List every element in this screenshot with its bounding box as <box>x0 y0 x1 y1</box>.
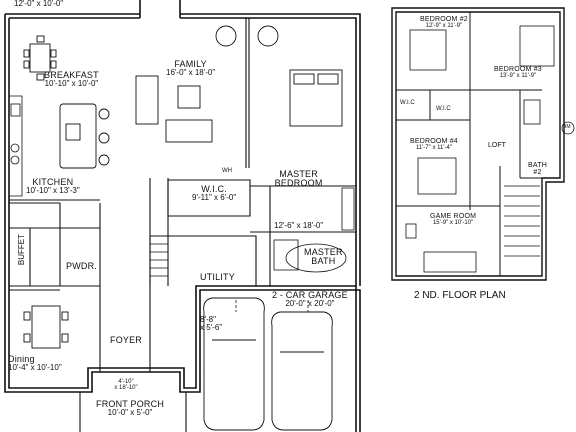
room-powder: PWDR. <box>66 261 97 271</box>
room-foyer-name: FOYER <box>110 334 143 345</box>
room-dining-name: Dining <box>8 354 35 364</box>
room-garage-name: 2 - CAR GARAGE <box>272 290 348 300</box>
room-master-bath-name: MASTER BATH <box>304 246 343 267</box>
room-bath-2-name: BATH #2 <box>528 161 547 176</box>
room-utility-name: UTILITY <box>200 271 235 282</box>
room-bedroom-2-dims: 12'-9" x 11'-9" <box>425 23 463 30</box>
room-breakfast-name: BREAKFAST <box>44 70 99 80</box>
room-wic-name: W.I.C. <box>201 184 227 194</box>
room-front-porch: FRONT PORCH 10'-0" x 5'-0" <box>96 399 165 418</box>
breakfast-table <box>23 35 57 81</box>
room-master-bedroom-dims: 12'-6" x 18'-0" <box>274 221 324 231</box>
room-wic-dims: 9'-11" x 6'-0" <box>192 193 237 203</box>
kitchen-island <box>59 103 110 169</box>
room-bedroom-4-dims: 11'-7" x 11'-4" <box>415 145 452 152</box>
room-bedroom-4: BEDROOM #4 11'-7" x 11'-4" <box>410 138 458 152</box>
family-furniture <box>135 25 279 143</box>
room-bedroom-3-name: BEDROOM #3 <box>494 66 542 73</box>
garage-overhead-marker <box>235 300 309 312</box>
kitchen-counters <box>9 95 23 197</box>
room-powder-name: PWDR. <box>66 261 97 271</box>
first-floor-stairs <box>150 243 168 277</box>
water-heater-label: WH <box>222 168 232 174</box>
room-bedroom-2: BEDROOM #2 12'-9" x 11'-9" <box>420 16 468 30</box>
room-wic: W.I.C. 9'-11" x 6'-0" <box>192 184 237 203</box>
room-garage-dims: 20'-0" x 20'-0" <box>285 299 335 309</box>
room-game-room-name: GAME ROOM <box>430 213 477 220</box>
room-utility-dims: 8'-8" x 5'-6" <box>200 314 223 333</box>
game-room-sofa <box>405 223 477 273</box>
room-bedroom-3-dims: 13'-9" x 11'-9" <box>499 73 537 80</box>
room-kitchen-name: KITCHEN <box>32 177 74 187</box>
buffet-label: BUFFET <box>17 234 26 266</box>
room-front-porch-dims: 10'-0" x 5'-0" <box>107 408 153 418</box>
room-family-name: FAMILY <box>174 59 207 69</box>
room-utility: UTILITY 8'-8" x 5'-6" <box>200 239 235 366</box>
room-garage: 2 - CAR GARAGE 20'-0" x 20'-0" <box>272 290 348 309</box>
room-kitchen-dims: 10'-10" x 13'-3" <box>26 186 80 196</box>
room-bedroom-2-name: BEDROOM #2 <box>420 16 468 23</box>
master-bath-fixtures <box>273 187 355 273</box>
room-foyer-dims: 4'-10" x 18'-10" <box>114 378 138 391</box>
room-bedroom-4-name: BEDROOM #4 <box>410 138 458 145</box>
bath2-fixtures <box>523 99 575 135</box>
wic-left-label: W.I.C <box>400 100 415 106</box>
second-floor-beds <box>409 25 555 195</box>
bath-2-symbol: BM <box>563 124 571 130</box>
room-bath-2: BATH #2 <box>528 128 547 210</box>
room-family-dims: 16'-0" x 18'-0" <box>166 68 216 78</box>
second-floor-stairs <box>504 185 540 257</box>
room-master-bath: MASTER BATH <box>304 214 343 300</box>
room-dining-dims: 10'-4" x 10'-10" <box>8 363 62 373</box>
room-front-porch-name: FRONT PORCH <box>96 399 165 409</box>
room-family: FAMILY 16'-0" x 18'-0" <box>166 59 216 78</box>
room-foyer: FOYER 4'-10" x 18'-10" <box>110 302 142 425</box>
first-floor-exterior-walls <box>4 0 361 432</box>
loft-label: LOFT <box>488 142 506 149</box>
room-game-room: GAME ROOM 15'-9" x 10'-10" <box>430 213 476 227</box>
first-floor-interior-walls <box>9 18 356 432</box>
wic-right-label: W.I.C <box>436 106 451 112</box>
garage-cars <box>203 297 333 431</box>
room-breakfast: BREAKFAST 10'-10" x 10'-0" <box>44 70 99 89</box>
room-master-bedroom: MASTER BEDROOM 12'-6" x 18'-0" <box>274 136 323 264</box>
room-kitchen: KITCHEN 10'-10" x 13'-3" <box>26 177 80 196</box>
room-game-room-dims: 15'-9" x 10'-10" <box>432 220 474 227</box>
second-floor-interior-walls <box>396 12 542 276</box>
master-bed <box>289 69 343 127</box>
room-breakfast-dims: 10'-10" x 10'-0" <box>44 79 99 89</box>
dining-table <box>23 305 69 349</box>
room-bedroom-3: BEDROOM #3 13'-9" x 11'-9" <box>494 66 542 80</box>
second-floor-caption: 2 ND. FLOOR PLAN <box>414 290 506 301</box>
room-dining: Dining 10'-4" x 10'-10" <box>8 354 62 373</box>
room-master-bedroom-name: MASTER BEDROOM <box>274 168 323 189</box>
top-clipped-dimension-text: 12'-0" x 10'-0" <box>14 0 64 8</box>
top-clipped-dimension: 12'-0" x 10'-0" <box>14 0 63 8</box>
